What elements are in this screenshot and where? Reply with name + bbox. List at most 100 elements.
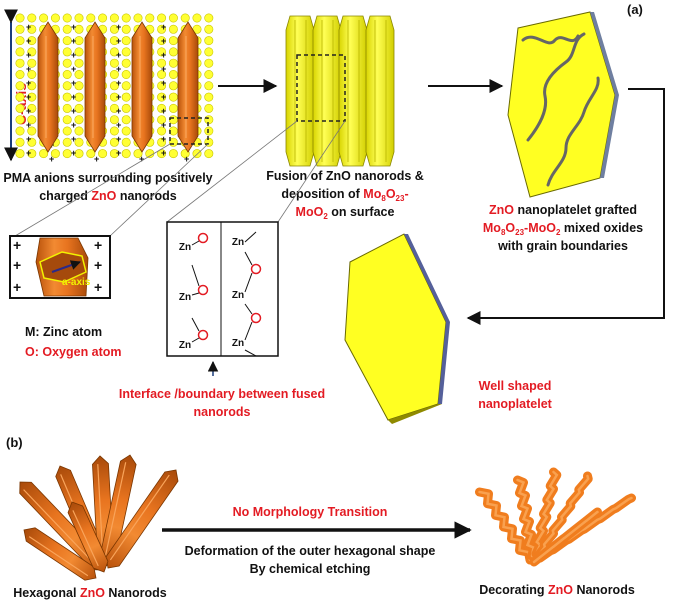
grafted-nanoplatelet (507, 11, 619, 198)
pma-anion-dot (74, 24, 84, 34)
pma-anion-dot (204, 24, 214, 34)
pma-anion-dot (109, 13, 119, 23)
pma-anion-dot (157, 36, 167, 46)
pma-anion-dot (27, 24, 37, 34)
fused-rod (285, 15, 315, 167)
pma-anion-dot (27, 126, 37, 136)
charge-plus: + (71, 22, 76, 32)
pma-anion-dot (15, 70, 25, 80)
zoom-line-left (14, 143, 171, 237)
pma-anion-dot (39, 13, 49, 23)
bond (244, 231, 257, 243)
pma-anion-dot (109, 81, 119, 91)
charge-plus: + (116, 134, 121, 144)
pma-anion-dot (27, 70, 37, 80)
no-morphology-transition: No Morphology Transition (233, 505, 388, 519)
pma-anion-dot (133, 149, 143, 159)
zno-nanorod (84, 21, 106, 153)
pma-anion-dot (109, 137, 119, 147)
zinc-atom-label: Zn (232, 290, 244, 301)
pma-anion-dot (121, 126, 131, 136)
c-axis-indicator: C-axis (4, 9, 29, 162)
bond (191, 292, 200, 296)
pma-anion-dot (62, 70, 72, 80)
charge-plus: + (116, 36, 121, 46)
pma-anion-dot (121, 13, 131, 23)
pma-anion-dot (192, 13, 202, 23)
charge-plus: + (161, 78, 166, 88)
charge-plus: + (161, 134, 166, 144)
well-shaped-line1: Well shaped (479, 379, 552, 393)
charge-plus: + (161, 64, 166, 74)
charge-plus: + (26, 22, 31, 32)
pma-anion-dot (109, 70, 119, 80)
pma-anion-dot (62, 137, 72, 147)
pma-anion-dot (27, 13, 37, 23)
pma-anion-dot (109, 24, 119, 34)
pma-anion-dot (15, 137, 25, 147)
pma-anion-dot (27, 81, 37, 91)
charge-plus: + (94, 154, 99, 164)
pma-anion-dot (109, 115, 119, 125)
pma-anion-dot (109, 92, 119, 102)
charge-plus: + (26, 36, 31, 46)
pma-anion-dot (109, 126, 119, 136)
pma-anion-dot (121, 58, 131, 68)
pma-anion-dot (74, 36, 84, 46)
pma-anion-dot (168, 149, 178, 159)
pma-anion-dot (168, 126, 178, 136)
interface-caption-line2: nanorods (194, 405, 251, 419)
zoom-region-box (169, 117, 209, 145)
pma-anion-dot (74, 103, 84, 113)
zoom-line-interface-right (277, 120, 346, 223)
pma-anion-dot (157, 126, 167, 136)
branch-highlight (536, 474, 590, 558)
pma-anion-dot (62, 103, 72, 113)
pma-anion-dot (27, 92, 37, 102)
charge-plus: + (116, 64, 121, 74)
zno-nanorod (177, 21, 199, 153)
oxygen-atom (197, 329, 209, 341)
pma-anion-dot (62, 24, 72, 34)
pma-anion-dot (27, 47, 37, 57)
bond (191, 240, 200, 246)
charge-plus: + (26, 134, 31, 144)
pma-anion-dot (62, 47, 72, 57)
rod-body (67, 501, 109, 573)
pma-anion-dot (168, 36, 178, 46)
pma-anion-dot (204, 13, 214, 23)
zoom-line-right (109, 143, 209, 237)
pma-anion-dot (168, 92, 178, 102)
pma-anion-dot (121, 149, 131, 159)
pma-anion-dot (133, 13, 143, 23)
charge-plus: + (116, 78, 121, 88)
zinc-atom-label: Zn (232, 237, 244, 248)
charge-plus: + (184, 154, 189, 164)
pma-anion-dot (109, 36, 119, 46)
rod-highlight (72, 510, 99, 567)
pma-anion-dot (204, 149, 214, 159)
dec-caption: Decorating ZnO Nanorods (479, 583, 635, 597)
pma-anion-dot (121, 137, 131, 147)
branch-highlight (532, 510, 599, 564)
rod-highlight (97, 464, 104, 559)
pma-anion-dot (121, 81, 131, 91)
fusion-caption-line3: MoO2 on surface (296, 205, 395, 221)
pma-anion-dot (121, 47, 131, 57)
pma-anion-dot (50, 13, 60, 23)
pma-anion-dot (145, 149, 155, 159)
svg-text:+: + (94, 237, 102, 253)
pma-anion-dot (192, 149, 202, 159)
pma-anion-dot (62, 58, 72, 68)
pma-anion-dot (109, 103, 119, 113)
pma-anion-dot (157, 13, 167, 23)
bond (244, 349, 257, 357)
pma-anion-dot (62, 13, 72, 23)
pma-anion-dot (157, 81, 167, 91)
pma-anion-dot (74, 58, 84, 68)
pma-anion-dot (121, 36, 131, 46)
oxygen-atom (197, 232, 209, 244)
etching-text: By chemical etching (250, 562, 371, 576)
panel-a-label: (a) (627, 2, 643, 17)
